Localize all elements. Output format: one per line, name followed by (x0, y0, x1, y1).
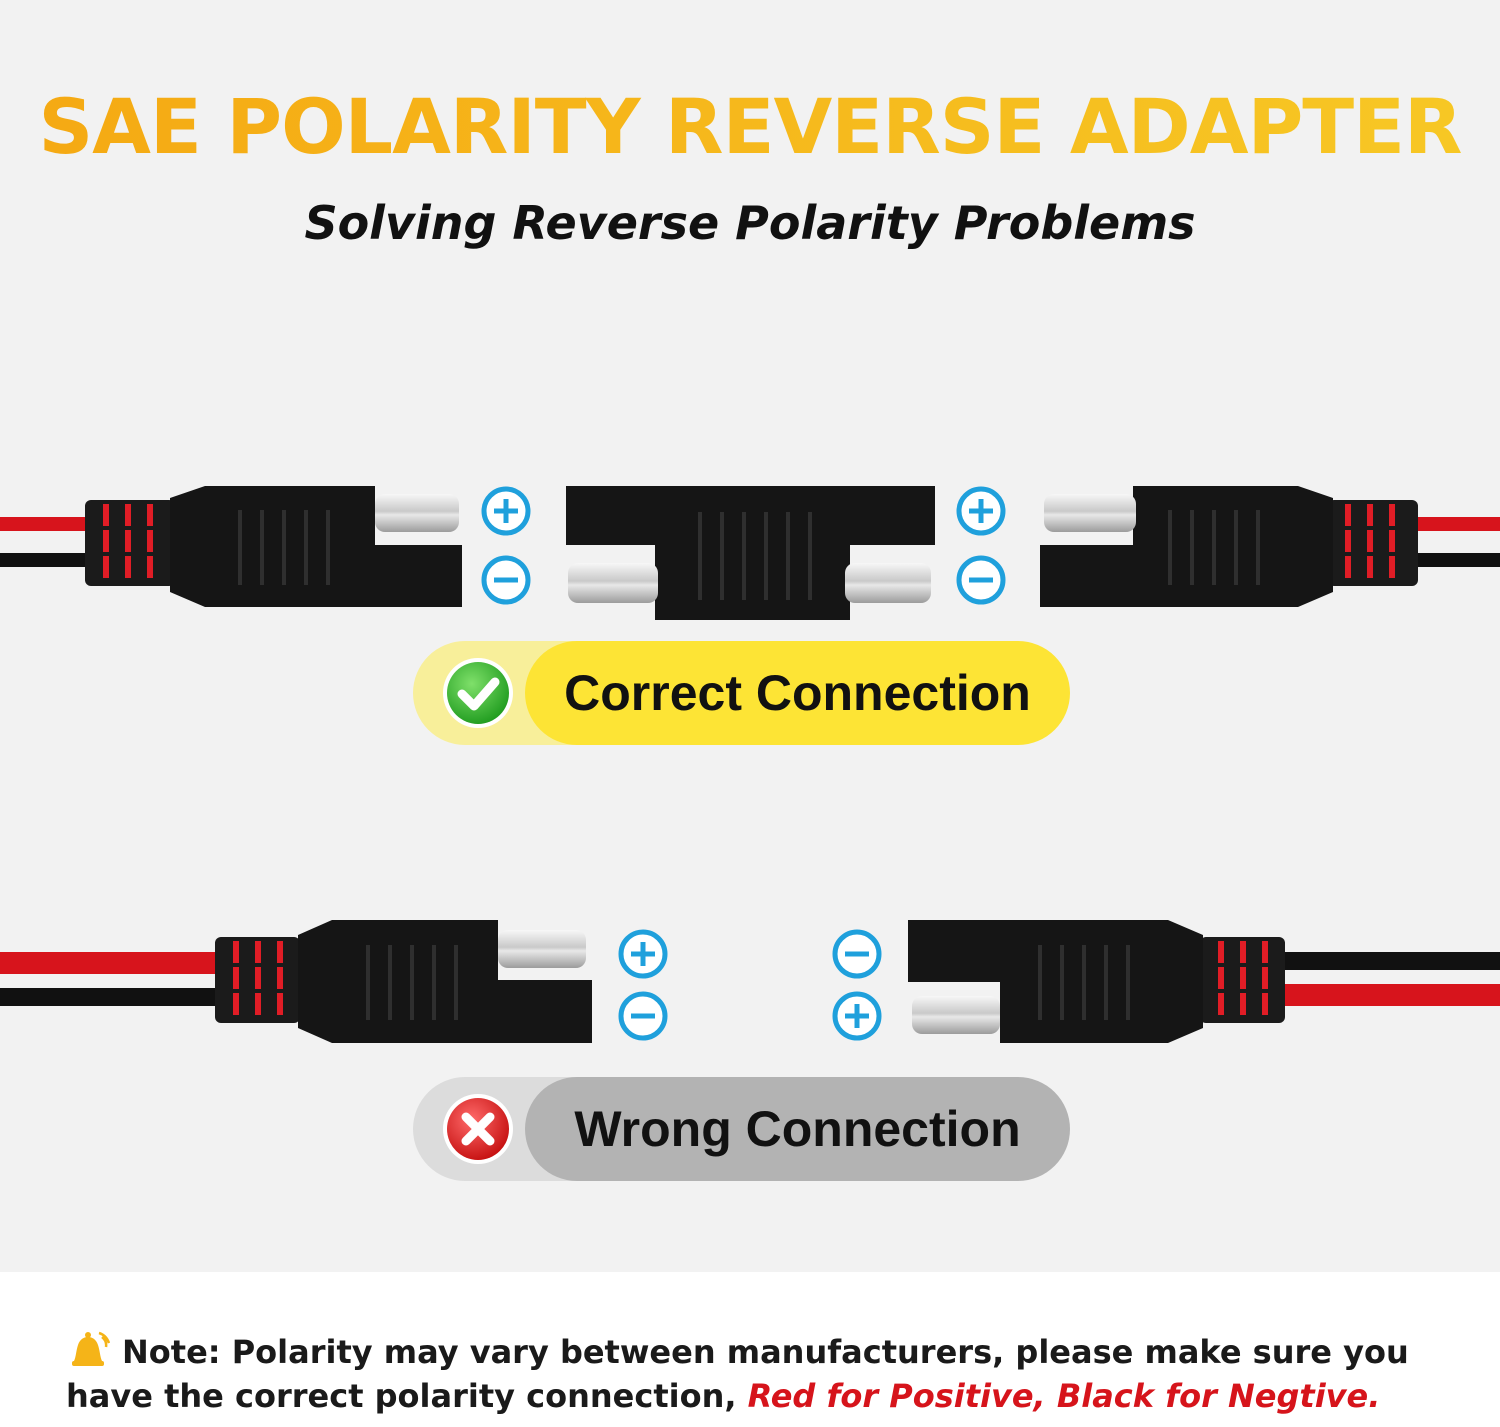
page-subtitle: Solving Reverse Polarity Problems (304, 196, 1196, 250)
polarity-note: Note: Polarity may vary between manufact… (66, 1330, 1446, 1418)
minus-circle-icon (832, 929, 882, 979)
wrong-left-cable (0, 920, 592, 1043)
wrong-connection-badge: Wrong Connection (413, 1077, 1070, 1181)
plus-circle-icon (481, 486, 531, 536)
right-cable (1040, 486, 1500, 607)
reverse-adapter (566, 486, 935, 620)
plus-circle-icon (832, 991, 882, 1041)
background-panel (0, 0, 1500, 1272)
check-icon (443, 658, 513, 728)
left-cable (0, 486, 462, 607)
wrong-right-cable (908, 920, 1500, 1043)
minus-circle-icon (956, 555, 1006, 605)
badge-label-area (525, 1077, 1070, 1181)
page-title: SAE POLARITY REVERSE ADAPTER (0, 82, 1500, 171)
minus-circle-icon (481, 555, 531, 605)
connection-diagram (0, 486, 1500, 1043)
note-prefix: Note: (122, 1333, 221, 1371)
bell-icon (72, 1331, 110, 1366)
minus-circle-icon (618, 991, 668, 1041)
correct-connection-label: Correct Connection (564, 665, 1031, 721)
note-emphasis: Red for Positive, Black for Negtive. (747, 1377, 1381, 1415)
wrong-connection-label: Wrong Connection (574, 1101, 1021, 1157)
cross-icon (443, 1094, 513, 1164)
note-body: Polarity may vary between manufacturers,… (66, 1333, 1409, 1415)
plus-circle-icon (956, 486, 1006, 536)
badge-label-area (525, 641, 1070, 745)
plus-circle-icon (618, 929, 668, 979)
correct-connection-badge: Correct Connection (413, 641, 1070, 745)
